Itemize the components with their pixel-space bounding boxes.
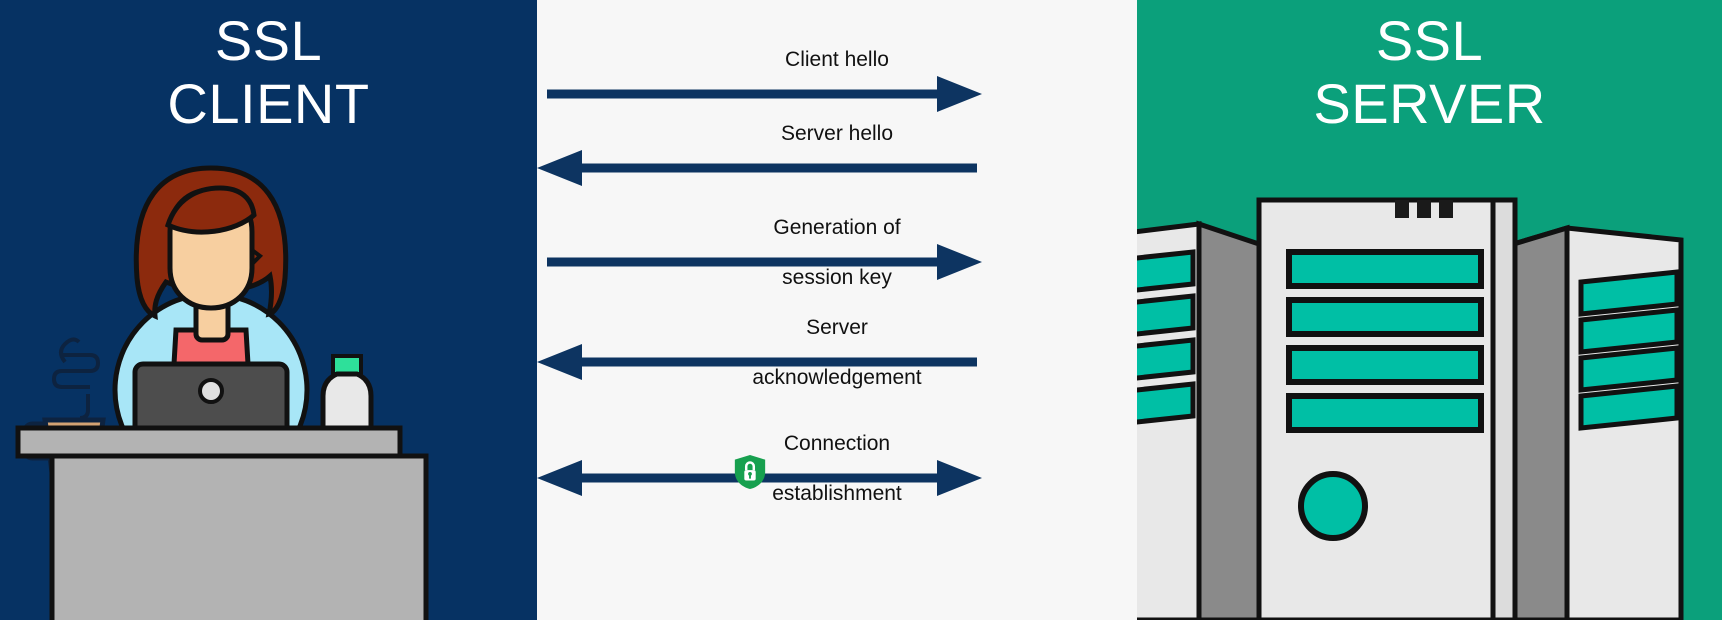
server-title-line1: SSL <box>1375 9 1484 72</box>
flow-step-server-ack: Server acknowledgement <box>537 316 1137 406</box>
server-rack-left-icon <box>1137 220 1262 620</box>
server-vent-notches-icon <box>1395 200 1453 218</box>
flow-label-above: Connection <box>783 432 891 455</box>
arrow-left-icon <box>537 150 977 186</box>
server-illustration <box>1137 197 1684 620</box>
lock-shield-icon <box>734 454 766 490</box>
flow-label-below: establishment <box>772 482 902 505</box>
client-illustration <box>15 165 429 620</box>
server-title-line2: SERVER <box>1313 71 1546 135</box>
flow-label-below: session key <box>782 266 892 289</box>
flow-label-above: Generation of <box>773 216 901 239</box>
flow-container: Client hello Server hello Generation of <box>537 0 1137 620</box>
client-panel-title: SSL CLIENT <box>0 9 537 135</box>
flow-step-connection-established: Connection establishment <box>537 432 1137 522</box>
client-panel: SSL CLIENT <box>0 0 537 620</box>
person-face-icon <box>164 185 264 311</box>
flow-step-client-hello: Client hello <box>537 48 1137 138</box>
flow-step-session-key: Generation of session key <box>537 216 1137 306</box>
server-panel: SSL SERVER <box>1137 0 1722 620</box>
client-title-line1: SSL <box>214 9 323 72</box>
flow-step-server-hello: Server hello <box>537 122 1137 212</box>
desk-icon <box>15 425 429 620</box>
client-title-line2: CLIENT <box>167 71 370 135</box>
arrow-right-icon <box>547 244 982 280</box>
power-button-icon <box>1298 471 1368 541</box>
server-rack-right-icon <box>1504 224 1684 620</box>
handshake-flow-panel: Client hello Server hello Generation of <box>537 0 1137 620</box>
server-panel-title: SSL SERVER <box>1137 9 1722 135</box>
arrow-right-icon <box>547 76 982 112</box>
flow-label-above: Client hello <box>785 48 889 71</box>
flow-label-above: Server <box>806 316 868 339</box>
arrow-left-icon <box>537 344 977 380</box>
server-tower-center-icon <box>1256 197 1518 620</box>
flow-label-below: acknowledgement <box>752 366 922 389</box>
flow-label-above: Server hello <box>780 122 894 145</box>
